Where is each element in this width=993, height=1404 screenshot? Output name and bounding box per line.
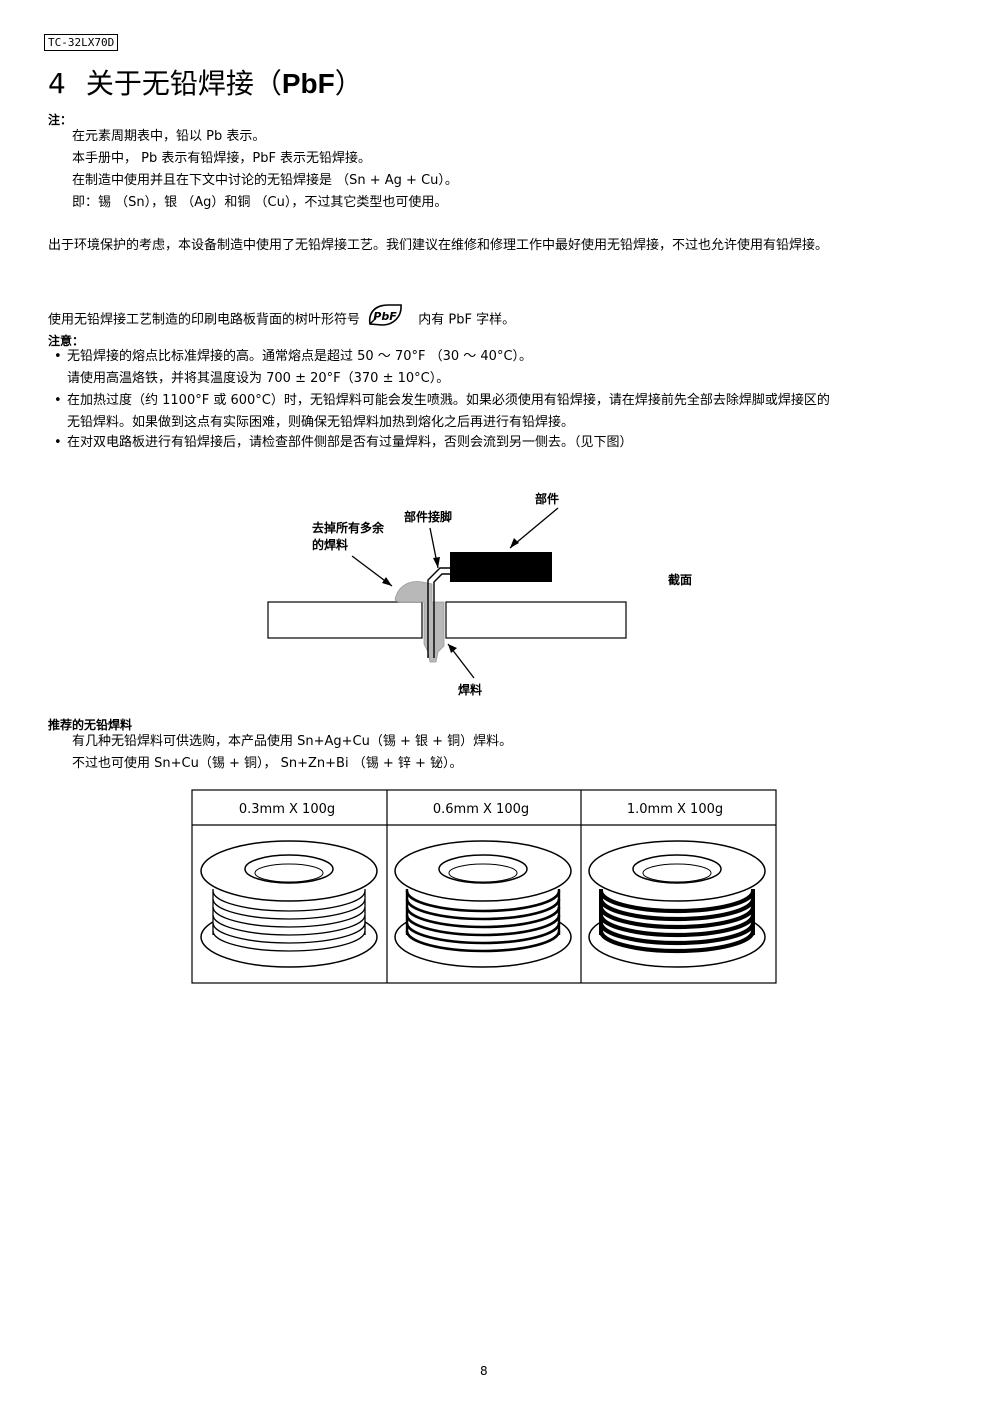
bullet: •: [54, 349, 62, 364]
section-title-close: ）: [334, 67, 363, 100]
symbol-line-before: 使用无铅焊接工艺制造的印刷电路板背面的树叶形符号: [48, 312, 361, 328]
recommended-label: 推荐的无铅焊料: [48, 718, 133, 732]
note-line: 在制造中使用并且在下文中讨论的无铅焊接是 （Sn + Ag + Cu）。: [72, 173, 458, 188]
label-remove-solder: 的焊料: [312, 537, 348, 552]
symbol-line: 使用无铅焊接工艺制造的印刷电路板背面的树叶形符号 PbF 内有 PbF 字样。: [48, 302, 515, 338]
pcb-left: [267, 601, 423, 639]
caution-line: 无铅焊接的熔点比标准焊接的高。通常熔点是超过 50 ～ 70°F （30 ～ 4…: [67, 349, 533, 364]
page-number: 8: [480, 1364, 488, 1378]
solder-spool-thick: [588, 840, 766, 968]
cross-section-diagram: 部件 部件接脚 去掉所有多余 的焊料 截面 焊料: [267, 491, 692, 697]
solder-spool-medium: [394, 840, 572, 968]
solder-spool-thin: [200, 840, 378, 968]
caution-line: 无铅焊料。如果做到这点有实际困难，则确保无铅焊料加热到熔化之后再进行有铅焊接。: [67, 415, 575, 430]
recommended-line: 有几种无铅焊料可供选购，本产品使用 Sn+Ag+Cu（锡 + 银 + 铜）焊料。: [72, 734, 513, 749]
label-remove-solder: 去掉所有多余: [312, 520, 385, 535]
component-body: [450, 552, 552, 582]
label-solder: 焊料: [458, 682, 482, 697]
section-title: 4 关于无铅焊接（PbF）: [48, 66, 363, 102]
note-line: 本手册中， Pb 表示有铅焊接，PbF 表示无铅焊接。: [72, 151, 372, 166]
model-number: TC-32LX70D: [44, 34, 119, 51]
section-number: 4: [48, 67, 66, 100]
section-title-bold: PbF: [281, 68, 335, 99]
bullet: •: [54, 435, 62, 450]
spool-label: 0.3mm X 100g: [239, 802, 335, 817]
label-component-lead: 部件接脚: [404, 509, 452, 524]
caution-line: 在加热过度（约 1100°F 或 600°C）时，无铅焊料可能会发生喷溅。如果必…: [67, 393, 830, 408]
pbf-leaf-icon: PbF: [366, 302, 404, 338]
section-title-text: 关于无铅焊接（: [85, 67, 282, 100]
symbol-line-after: 内有 PbF 字样。: [418, 312, 516, 328]
svg-text:PbF: PbF: [373, 310, 397, 323]
note-label: 注：: [48, 113, 73, 127]
caution-label: 注意：: [48, 334, 85, 348]
bullet: •: [54, 393, 62, 408]
solder-spool-table: 0.3mm X 100g 0.6mm X 100g 1.0mm X 100g: [191, 789, 777, 984]
spool-label: 0.6mm X 100g: [433, 802, 529, 817]
note-line: 即：锡 （Sn），银 （Ag）和铜 （Cu），不过其它类型也可使用。: [72, 195, 448, 210]
solder-blob: [394, 581, 445, 663]
component-lead: [427, 567, 450, 658]
recommended-line: 不过也可使用 Sn+Cu（锡 + 铜）， Sn+Zn+Bi （锡 + 锌 + 铋…: [72, 756, 463, 771]
spool-label: 1.0mm X 100g: [627, 802, 723, 817]
caution-line: 在对双电路板进行有铅焊接后，请检查部件侧部是否有过量焊料，否则会流到另一侧去。（…: [67, 435, 633, 450]
note-line: 在元素周期表中，铅以 Pb 表示。: [72, 129, 266, 144]
environment-paragraph: 出于环境保护的考虑，本设备制造中使用了无铅焊接工艺。我们建议在维修和修理工作中最…: [48, 238, 829, 253]
pcb-right: [445, 601, 627, 639]
label-cross-section: 截面: [668, 572, 692, 587]
label-component: 部件: [535, 491, 559, 506]
caution-line: 请使用高温烙铁，并将其温度设为 700 ± 20°F（370 ± 10°C）。: [67, 371, 450, 386]
